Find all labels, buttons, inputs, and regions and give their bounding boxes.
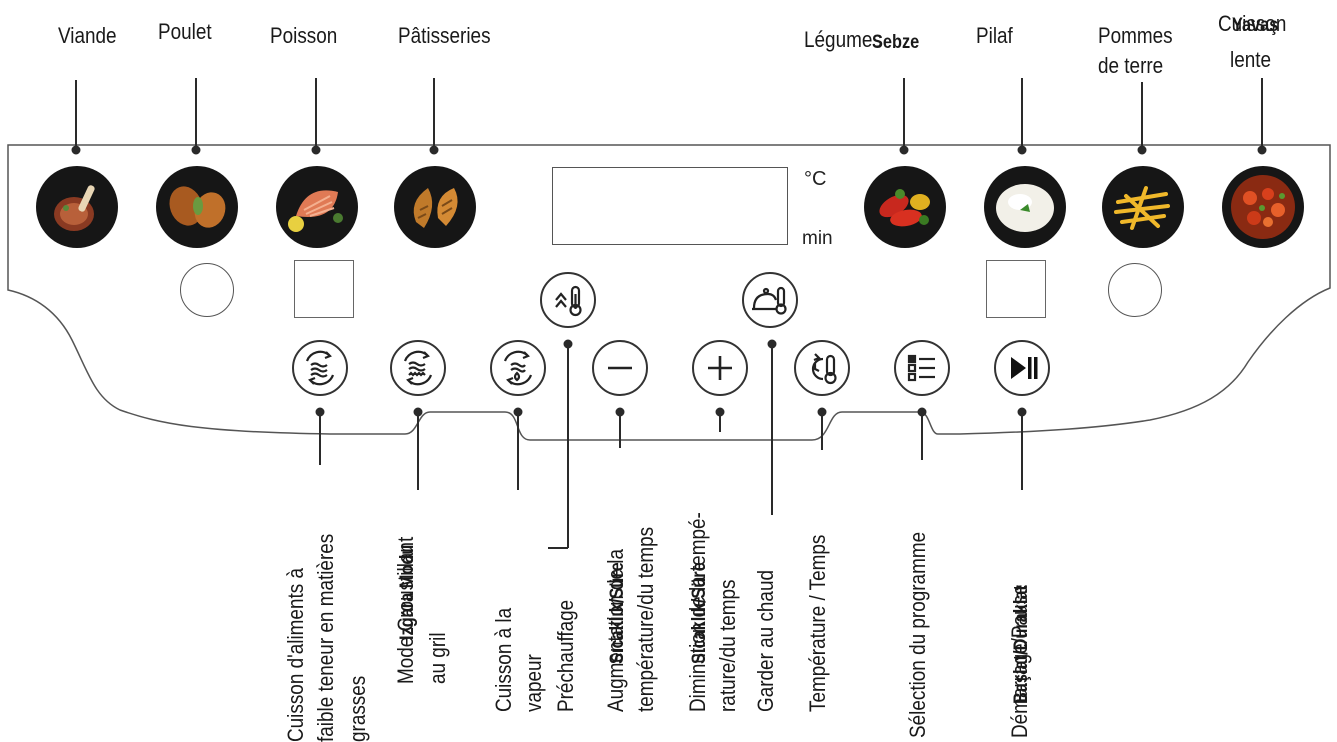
steam-icon (503, 350, 533, 386)
label-patisseries: Pâtisseries (398, 23, 491, 48)
keep-warm-icon (752, 286, 787, 315)
stew-icon[interactable] (1222, 166, 1304, 248)
label-program: Sélection du programme (905, 531, 930, 738)
indicator-light-right (1108, 263, 1162, 317)
label-grill-overlay: Izgara Modu (397, 544, 418, 640)
unit-minutes: min (802, 228, 833, 249)
label-pilaf: Pilaf (976, 23, 1013, 48)
indicator-light-left (180, 263, 234, 317)
pastry-icon[interactable] (394, 166, 476, 248)
unit-celsius: °C (804, 168, 827, 190)
steam-button[interactable] (490, 340, 546, 396)
label-grill-line2: au gril (425, 632, 450, 684)
label-low-fat-line3: grasses (345, 675, 370, 742)
label-increase-line2: température/du temps (633, 526, 658, 712)
label-pommes-line2: de terre (1098, 53, 1164, 78)
label-increase-overlay: Sıcaklık/Süre (607, 562, 628, 664)
label-keep-warm: Garder au chaud (753, 570, 778, 712)
label-poisson: Poisson (270, 23, 338, 48)
label-decrease-line2: rature/du temps (715, 579, 740, 712)
rice-icon[interactable] (984, 166, 1066, 248)
increase-button[interactable] (692, 340, 748, 396)
chicken-icon[interactable] (156, 166, 238, 248)
temp-time-icon (811, 353, 837, 385)
low-fat-button[interactable] (292, 340, 348, 396)
label-decrease-overlay: Sıcaklık/Süre (689, 562, 710, 664)
label-cuisson-overlay: Yavaş (1232, 15, 1279, 36)
plus-icon (708, 356, 732, 380)
label-start-pause-overlay: Başlat/Duraklat (1011, 585, 1032, 704)
low-fat-icon (305, 350, 335, 386)
label-cuisson-line1: Cuisson (1218, 11, 1287, 36)
play-pause-icon (1011, 357, 1038, 379)
vegetables-icon[interactable] (864, 166, 946, 248)
label-cuisson-line2: lente (1230, 47, 1272, 72)
meat-icon[interactable] (36, 166, 118, 248)
indicator-square-left (294, 260, 354, 318)
label-steam-line2: vapeur (521, 654, 546, 712)
grill-mode-button[interactable] (390, 340, 446, 396)
minus-icon (608, 366, 632, 370)
lcd-display (552, 167, 788, 245)
label-legumes-overlay: Sebze (872, 32, 920, 53)
label-steam-line1: Cuisson à la (491, 607, 516, 712)
start-pause-button[interactable] (994, 340, 1050, 396)
label-pommes-line1: Pommes (1098, 23, 1173, 48)
decrease-button[interactable] (592, 340, 648, 396)
keep-warm-button[interactable] (742, 272, 798, 328)
label-low-fat-line1: Cuisson d'aliments à (283, 568, 308, 742)
temp-time-button[interactable] (794, 340, 850, 396)
label-viande: Viande (58, 23, 117, 48)
label-temp-time: Température / Temps (805, 534, 830, 712)
preheat-icon (555, 285, 582, 317)
program-select-button[interactable] (894, 340, 950, 396)
program-list-icon (907, 354, 935, 382)
fish-icon[interactable] (276, 166, 358, 248)
label-poulet: Poulet (158, 19, 212, 44)
fries-icon[interactable] (1102, 166, 1184, 248)
label-preheat: Préchauffage (553, 599, 578, 712)
grill-mode-icon (403, 350, 433, 386)
label-legumes: Légumes (804, 27, 882, 52)
indicator-square-right (986, 260, 1046, 318)
label-low-fat-line2: faible teneur en matières (313, 533, 338, 742)
preheat-button[interactable] (540, 272, 596, 328)
